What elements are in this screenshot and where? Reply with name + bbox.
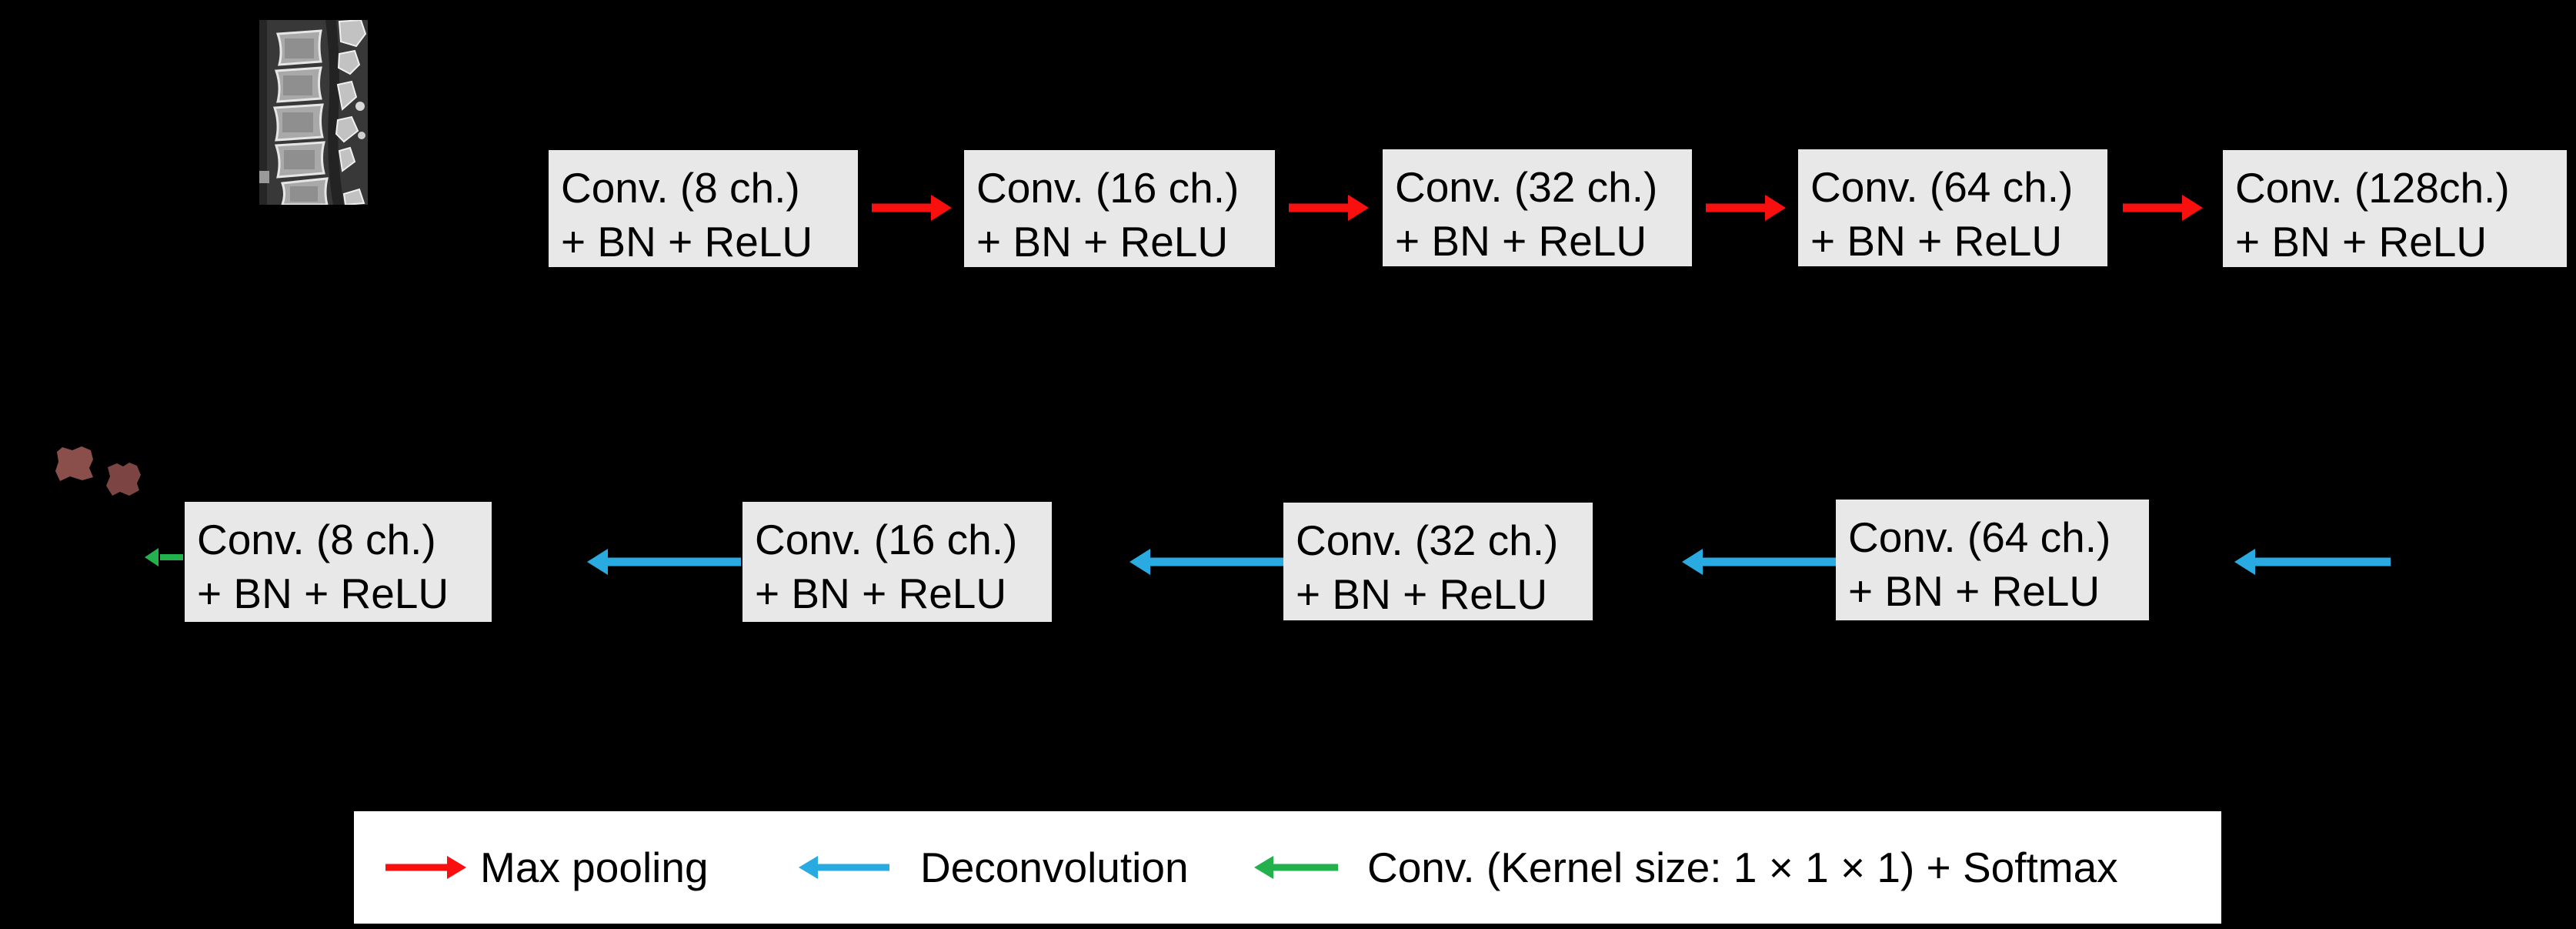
- softmax-conv-arrow: [145, 548, 183, 566]
- arrow-shaft: [1289, 203, 1353, 212]
- decoder-box-32ch: Conv. (32 ch.) + BN + ReLU: [1283, 503, 1593, 620]
- arrow-shaft: [1145, 557, 1283, 566]
- decoder-box-16ch: Conv. (16 ch.) + BN + ReLU: [742, 502, 1052, 622]
- legend-deconvolution-arrow-icon: [799, 854, 889, 881]
- decoder-box-8ch: Conv. (8 ch.) + BN + ReLU: [185, 502, 492, 622]
- deconvolution-arrow-2: [1682, 548, 1836, 576]
- max-pooling-arrow-3: [1706, 194, 1786, 222]
- max-pooling-arrow-4: [2123, 194, 2203, 222]
- encoder-box-16ch: Conv. (16 ch.) + BN + ReLU: [964, 150, 1275, 267]
- encoder-box-8ch: Conv. (8 ch.) + BN + ReLU: [549, 150, 858, 267]
- decoder-box-16ch-line2: + BN + ReLU: [755, 570, 1007, 617]
- arrow-head: [1765, 195, 1786, 221]
- decoder-box-16ch-line1: Conv. (16 ch.): [755, 516, 1018, 563]
- arrow-shaft: [602, 557, 741, 566]
- deconvolution-arrow-1: [2234, 548, 2391, 576]
- legend-label-max-pooling: Max pooling: [480, 844, 709, 891]
- arrow-head: [447, 856, 466, 879]
- encoder-box-64ch-line1: Conv. (64 ch.): [1810, 163, 2074, 211]
- segmented-vertebrae-graphic: [55, 446, 141, 496]
- arrow-shaft: [385, 864, 451, 871]
- encoder-box-16ch-line2: + BN + ReLU: [976, 218, 1229, 266]
- max-pooling-arrow-1: [872, 194, 952, 222]
- decoder-box-64ch: Conv. (64 ch.) + BN + ReLU: [1836, 500, 2149, 620]
- encoder-box-32ch-line2: + BN + ReLU: [1395, 217, 1647, 265]
- encoder-box-64ch: Conv. (64 ch.) + BN + ReLU: [1798, 149, 2107, 266]
- encoder-box-64ch-line2: + BN + ReLU: [1810, 217, 2063, 265]
- legend-label-deconvolution: Deconvolution: [920, 844, 1189, 891]
- encoder-box-128ch-line1: Conv. (128ch.): [2235, 164, 2510, 212]
- legend: Max pooling Deconvolution Conv. (Kernel …: [354, 811, 2221, 924]
- arrow-shaft: [872, 203, 936, 212]
- arrow-shaft: [2250, 557, 2391, 566]
- encoder-box-8ch-line2: + BN + ReLU: [561, 218, 813, 266]
- arrow-head: [931, 195, 952, 221]
- deconvolution-arrow-3: [1130, 548, 1283, 576]
- arrow-shaft: [1706, 203, 1770, 212]
- decoder-box-64ch-line2: + BN + ReLU: [1848, 567, 2101, 615]
- decoder-box-8ch-line1: Conv. (8 ch.): [197, 516, 436, 563]
- deconvolution-arrow-4: [587, 548, 741, 576]
- encoder-box-128ch-line2: + BN + ReLU: [2235, 218, 2488, 266]
- arrow-shaft: [160, 554, 183, 560]
- arrow-head: [587, 549, 608, 575]
- arrow-head: [1130, 549, 1150, 575]
- arrow-head: [1682, 549, 1703, 575]
- arrow-head: [1254, 856, 1273, 879]
- arrow-head: [145, 548, 158, 566]
- encoder-box-16ch-line1: Conv. (16 ch.): [976, 164, 1240, 212]
- legend-label-softmax-conv: Conv. (Kernel size: 1 × 1 × 1) + Softmax: [1367, 844, 2118, 891]
- arrow-head: [2182, 195, 2203, 221]
- max-pooling-arrow-2: [1289, 194, 1369, 222]
- encoder-box-32ch: Conv. (32 ch.) + BN + ReLU: [1383, 149, 1692, 266]
- legend-softmax-conv-arrow-icon: [1254, 854, 1338, 881]
- arrow-shaft: [814, 864, 889, 871]
- decoder-box-32ch-line2: + BN + ReLU: [1296, 570, 1548, 618]
- encoder-box-128ch: Conv. (128ch.) + BN + ReLU: [2223, 150, 2567, 267]
- encoder-box-8ch-line1: Conv. (8 ch.): [561, 164, 800, 212]
- arrow-head: [2234, 549, 2255, 575]
- arrow-shaft: [1697, 557, 1836, 566]
- segmentation-output-image: [46, 443, 146, 520]
- spine-ct-sagittal-graphic: [259, 18, 368, 206]
- input-ct-image: [259, 18, 368, 206]
- decoder-box-8ch-line2: + BN + ReLU: [197, 570, 449, 617]
- legend-max-pooling-arrow-icon: [385, 854, 466, 881]
- decoder-box-64ch-line1: Conv. (64 ch.): [1848, 513, 2111, 561]
- arrow-head: [799, 856, 818, 879]
- encoder-box-32ch-line1: Conv. (32 ch.): [1395, 163, 1658, 211]
- arrow-head: [1348, 195, 1369, 221]
- arrow-shaft: [1270, 864, 1338, 871]
- arrow-shaft: [2123, 203, 2187, 212]
- decoder-box-32ch-line1: Conv. (32 ch.): [1296, 516, 1559, 564]
